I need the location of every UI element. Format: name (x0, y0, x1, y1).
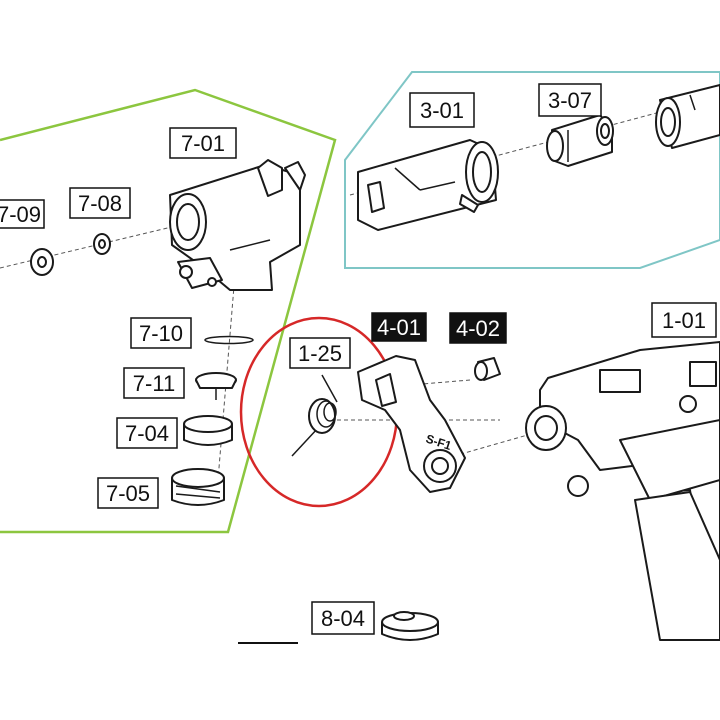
part-1-01-frame (525, 341, 720, 641)
label-4-02: 4-02 (449, 312, 507, 344)
label-3-07: 3-07 (538, 83, 602, 117)
svg-text:1-01: 1-01 (662, 308, 706, 333)
svg-text:4-02: 4-02 (456, 316, 500, 341)
label-7-09: 7-09 (0, 199, 45, 229)
part-barrel (655, 84, 720, 149)
svg-text:7-09: 7-09 (0, 202, 41, 227)
part-7-08-washer (93, 233, 111, 255)
svg-text:4-01: 4-01 (377, 315, 421, 340)
label-7-04: 7-04 (116, 417, 178, 449)
svg-text:1-25: 1-25 (298, 341, 342, 366)
part-7-09-washer (30, 248, 54, 276)
group-7-outline (0, 88, 337, 534)
part-7-01-housing (169, 159, 306, 291)
part-7-05-spring (171, 468, 225, 506)
label-4-01: 4-01 (371, 312, 427, 342)
part-8-04 (381, 611, 439, 641)
svg-text:3-01: 3-01 (420, 98, 464, 123)
label-7-10: 7-10 (130, 317, 192, 349)
part-7-10-oring (204, 335, 254, 345)
label-8-04: 8-04 (311, 601, 375, 635)
svg-text:7-01: 7-01 (181, 131, 225, 156)
label-7-08: 7-08 (69, 187, 131, 219)
svg-text:7-04: 7-04 (125, 421, 169, 446)
svg-text:8-04: 8-04 (321, 606, 365, 631)
label-7-01: 7-01 (169, 127, 237, 159)
label-7-05: 7-05 (97, 477, 159, 509)
svg-text:7-11: 7-11 (133, 371, 175, 396)
part-7-11-valve (195, 372, 237, 400)
part-1-25-torsion-spring (291, 374, 338, 457)
svg-text:7-05: 7-05 (106, 481, 150, 506)
label-1-25: 1-25 (289, 337, 351, 369)
part-3-07-nozzle (546, 114, 614, 167)
svg-text:7-10: 7-10 (139, 321, 183, 346)
part-7-04-cylinder (183, 415, 233, 446)
group-3-outline (344, 71, 720, 269)
label-1-01: 1-01 (651, 302, 717, 338)
label-3-01: 3-01 (409, 92, 475, 128)
label-7-11: 7-11 (123, 367, 185, 399)
part-4-02-pin (474, 357, 501, 381)
part-4-01-lever: S-F1 (357, 355, 466, 493)
part-3-01-tube (357, 139, 499, 231)
svg-text:3-07: 3-07 (548, 88, 592, 113)
svg-text:7-08: 7-08 (78, 191, 122, 216)
